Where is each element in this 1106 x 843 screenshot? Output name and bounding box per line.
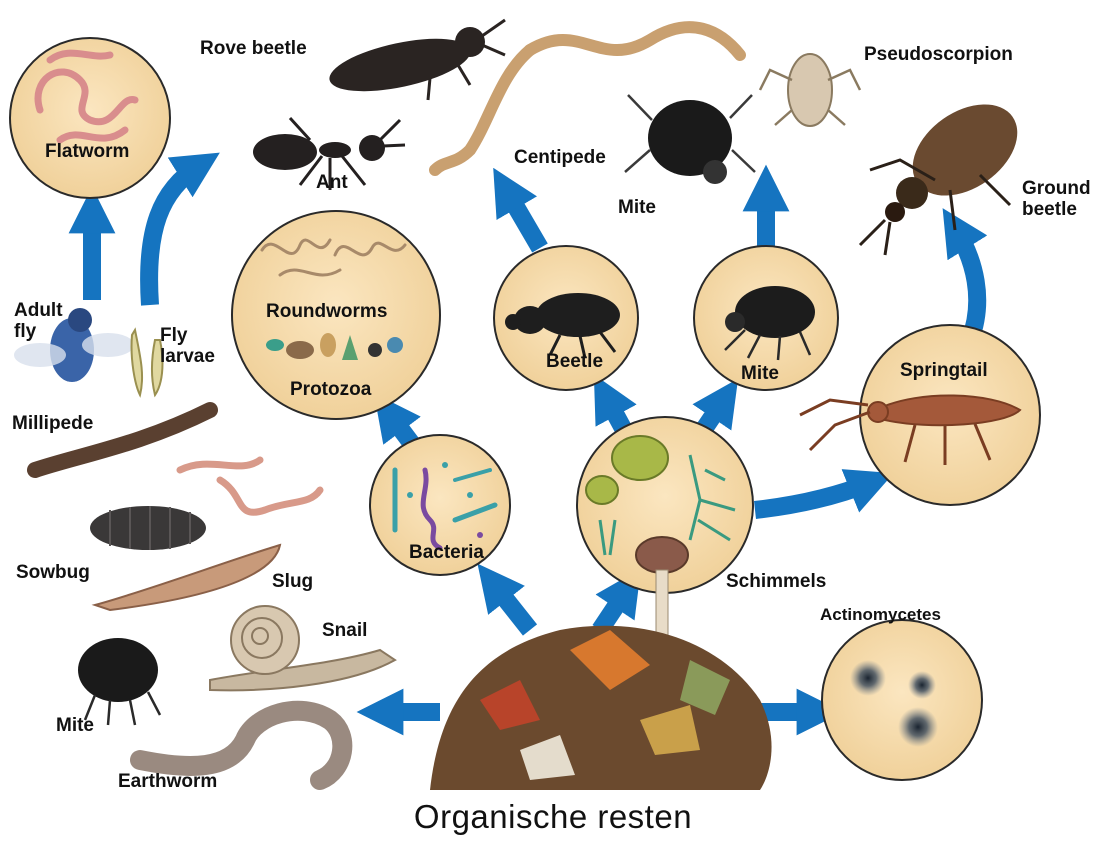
diagram-title: Organische resten [0, 798, 1106, 836]
earthworm-icon [140, 711, 342, 780]
label-slug: Slug [272, 571, 313, 592]
springtail-circle [800, 325, 1040, 505]
label-ground-beetle: Ground beetle [1022, 178, 1091, 220]
label-springtail: Springtail [900, 360, 988, 381]
label-schimmels: Schimmels [726, 571, 826, 592]
earthworm-pink-icon [180, 460, 320, 512]
mite-top-icon [625, 95, 755, 184]
arrow-flylarvae-to-ant [149, 165, 200, 305]
slug-icon [95, 545, 280, 610]
label-adult-fly: Adult fly [14, 300, 63, 342]
mite-bottom-icon [78, 638, 160, 725]
sowbug-icon [90, 506, 206, 550]
label-protozoa: Protozoa [290, 379, 371, 400]
label-snail: Snail [322, 620, 367, 641]
label-earthworm: Earthworm [118, 771, 217, 792]
label-beetle: Beetle [546, 351, 603, 372]
label-bacteria: Bacteria [409, 542, 484, 563]
fly-larvae-icon [132, 330, 163, 395]
flatworm-circle [10, 38, 170, 198]
actinomycetes-circle [822, 620, 982, 780]
label-millipede: Millipede [12, 413, 93, 434]
label-roundworms: Roundworms [266, 301, 387, 322]
ground-beetle-icon [860, 86, 1034, 255]
label-mite-circle: Mite [741, 363, 779, 384]
arrow-springtail-to-groundbeetle [955, 228, 977, 340]
label-centipede: Centipede [514, 147, 606, 168]
label-actinomycetes: Actinomycetes [820, 604, 941, 625]
label-ant: Ant [316, 172, 348, 193]
organic-litter-icon [430, 626, 772, 790]
label-sowbug: Sowbug [16, 562, 90, 583]
label-rove-beetle: Rove beetle [200, 38, 307, 59]
pseudoscorpion-icon [760, 54, 860, 126]
arrow-litter-to-bacteria [492, 582, 530, 630]
rove-beetle-icon [325, 20, 505, 101]
fungi-circle [577, 417, 753, 640]
label-fly-larvae: Fly larvae [160, 325, 215, 367]
arrow-fungi-to-beetle [605, 395, 625, 432]
label-flatworm: Flatworm [45, 141, 129, 162]
arrow-fungi-to-springtail [755, 482, 872, 510]
flow-arrows [92, 165, 977, 712]
arrow-beetle-to-centipede [505, 188, 540, 248]
arrow-litter-to-fungi [600, 588, 628, 630]
label-mite-bottom: Mite [56, 715, 94, 736]
snail-icon [210, 606, 395, 690]
label-mite-top: Mite [618, 197, 656, 218]
label-pseudoscorpion: Pseudoscorpion [864, 44, 1013, 65]
